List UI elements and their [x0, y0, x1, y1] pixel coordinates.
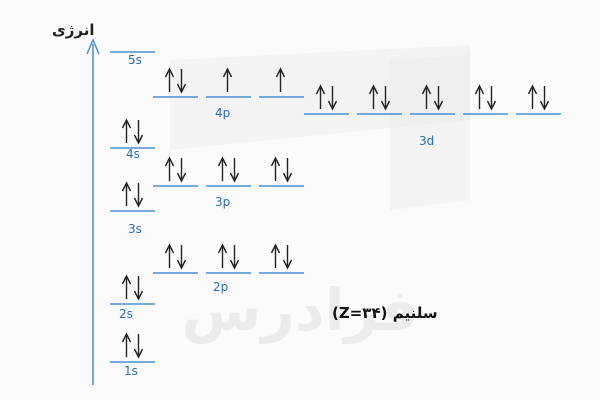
- electron-up-1s-1: [121, 332, 132, 357]
- electron-up-3p-1: [164, 156, 175, 181]
- sublevel-label-1s: 1s: [124, 364, 138, 378]
- electron-up-3s-1: [121, 181, 132, 206]
- electron-down-2p-1: [176, 245, 187, 270]
- electron-up-2p-3: [270, 243, 281, 268]
- electron-up-4p-2: [222, 67, 233, 92]
- electron-up-3d-1: [315, 84, 326, 109]
- electron-up-3d-3: [421, 84, 432, 109]
- electron-down-3s-1: [133, 183, 144, 208]
- electron-down-3p-3: [282, 158, 293, 183]
- electron-down-2p-2: [229, 245, 240, 270]
- electron-up-2p-2: [217, 243, 228, 268]
- electron-up-2s-1: [121, 274, 132, 299]
- sublevel-label-5s: 5s: [128, 53, 142, 67]
- electron-up-3d-2: [368, 84, 379, 109]
- sublevel-label-3s: 3s: [128, 222, 142, 236]
- sublevel-label-2p: 2p: [213, 280, 229, 294]
- energy-axis-arrowhead: [86, 38, 100, 55]
- electron-up-2p-1: [164, 243, 175, 268]
- energy-axis-title: انرژی: [52, 21, 95, 39]
- electron-down-2p-3: [282, 245, 293, 270]
- electron-up-4s-1: [121, 118, 132, 143]
- electron-up-3d-5: [527, 84, 538, 109]
- electron-down-1s-1: [133, 334, 144, 359]
- electron-up-3p-2: [217, 156, 228, 181]
- sublevel-label-2s: 2s: [119, 307, 133, 321]
- sublevel-label-3d: 3d: [419, 134, 435, 148]
- electron-down-4p-1: [176, 69, 187, 94]
- electron-down-3d-1: [327, 86, 338, 111]
- electron-down-3p-2: [229, 158, 240, 183]
- electron-down-4s-1: [133, 120, 144, 145]
- electron-down-3p-1: [176, 158, 187, 183]
- electron-up-3p-3: [270, 156, 281, 181]
- sublevel-label-4p: 4p: [215, 106, 231, 120]
- electron-down-3d-2: [380, 86, 391, 111]
- watermark-text: فرادرس: [181, 276, 418, 345]
- sublevel-label-3p: 3p: [215, 195, 231, 209]
- electron-down-2s-1: [133, 276, 144, 301]
- element-caption: سلنیم (Z=۳۴): [332, 304, 438, 322]
- electron-up-4p-1: [164, 67, 175, 92]
- electron-down-3d-4: [486, 86, 497, 111]
- electron-up-3d-4: [474, 84, 485, 109]
- electron-down-3d-5: [539, 86, 550, 111]
- sublevel-label-4s: 4s: [126, 147, 140, 161]
- electron-up-4p-3: [275, 67, 286, 92]
- electron-down-3d-3: [433, 86, 444, 111]
